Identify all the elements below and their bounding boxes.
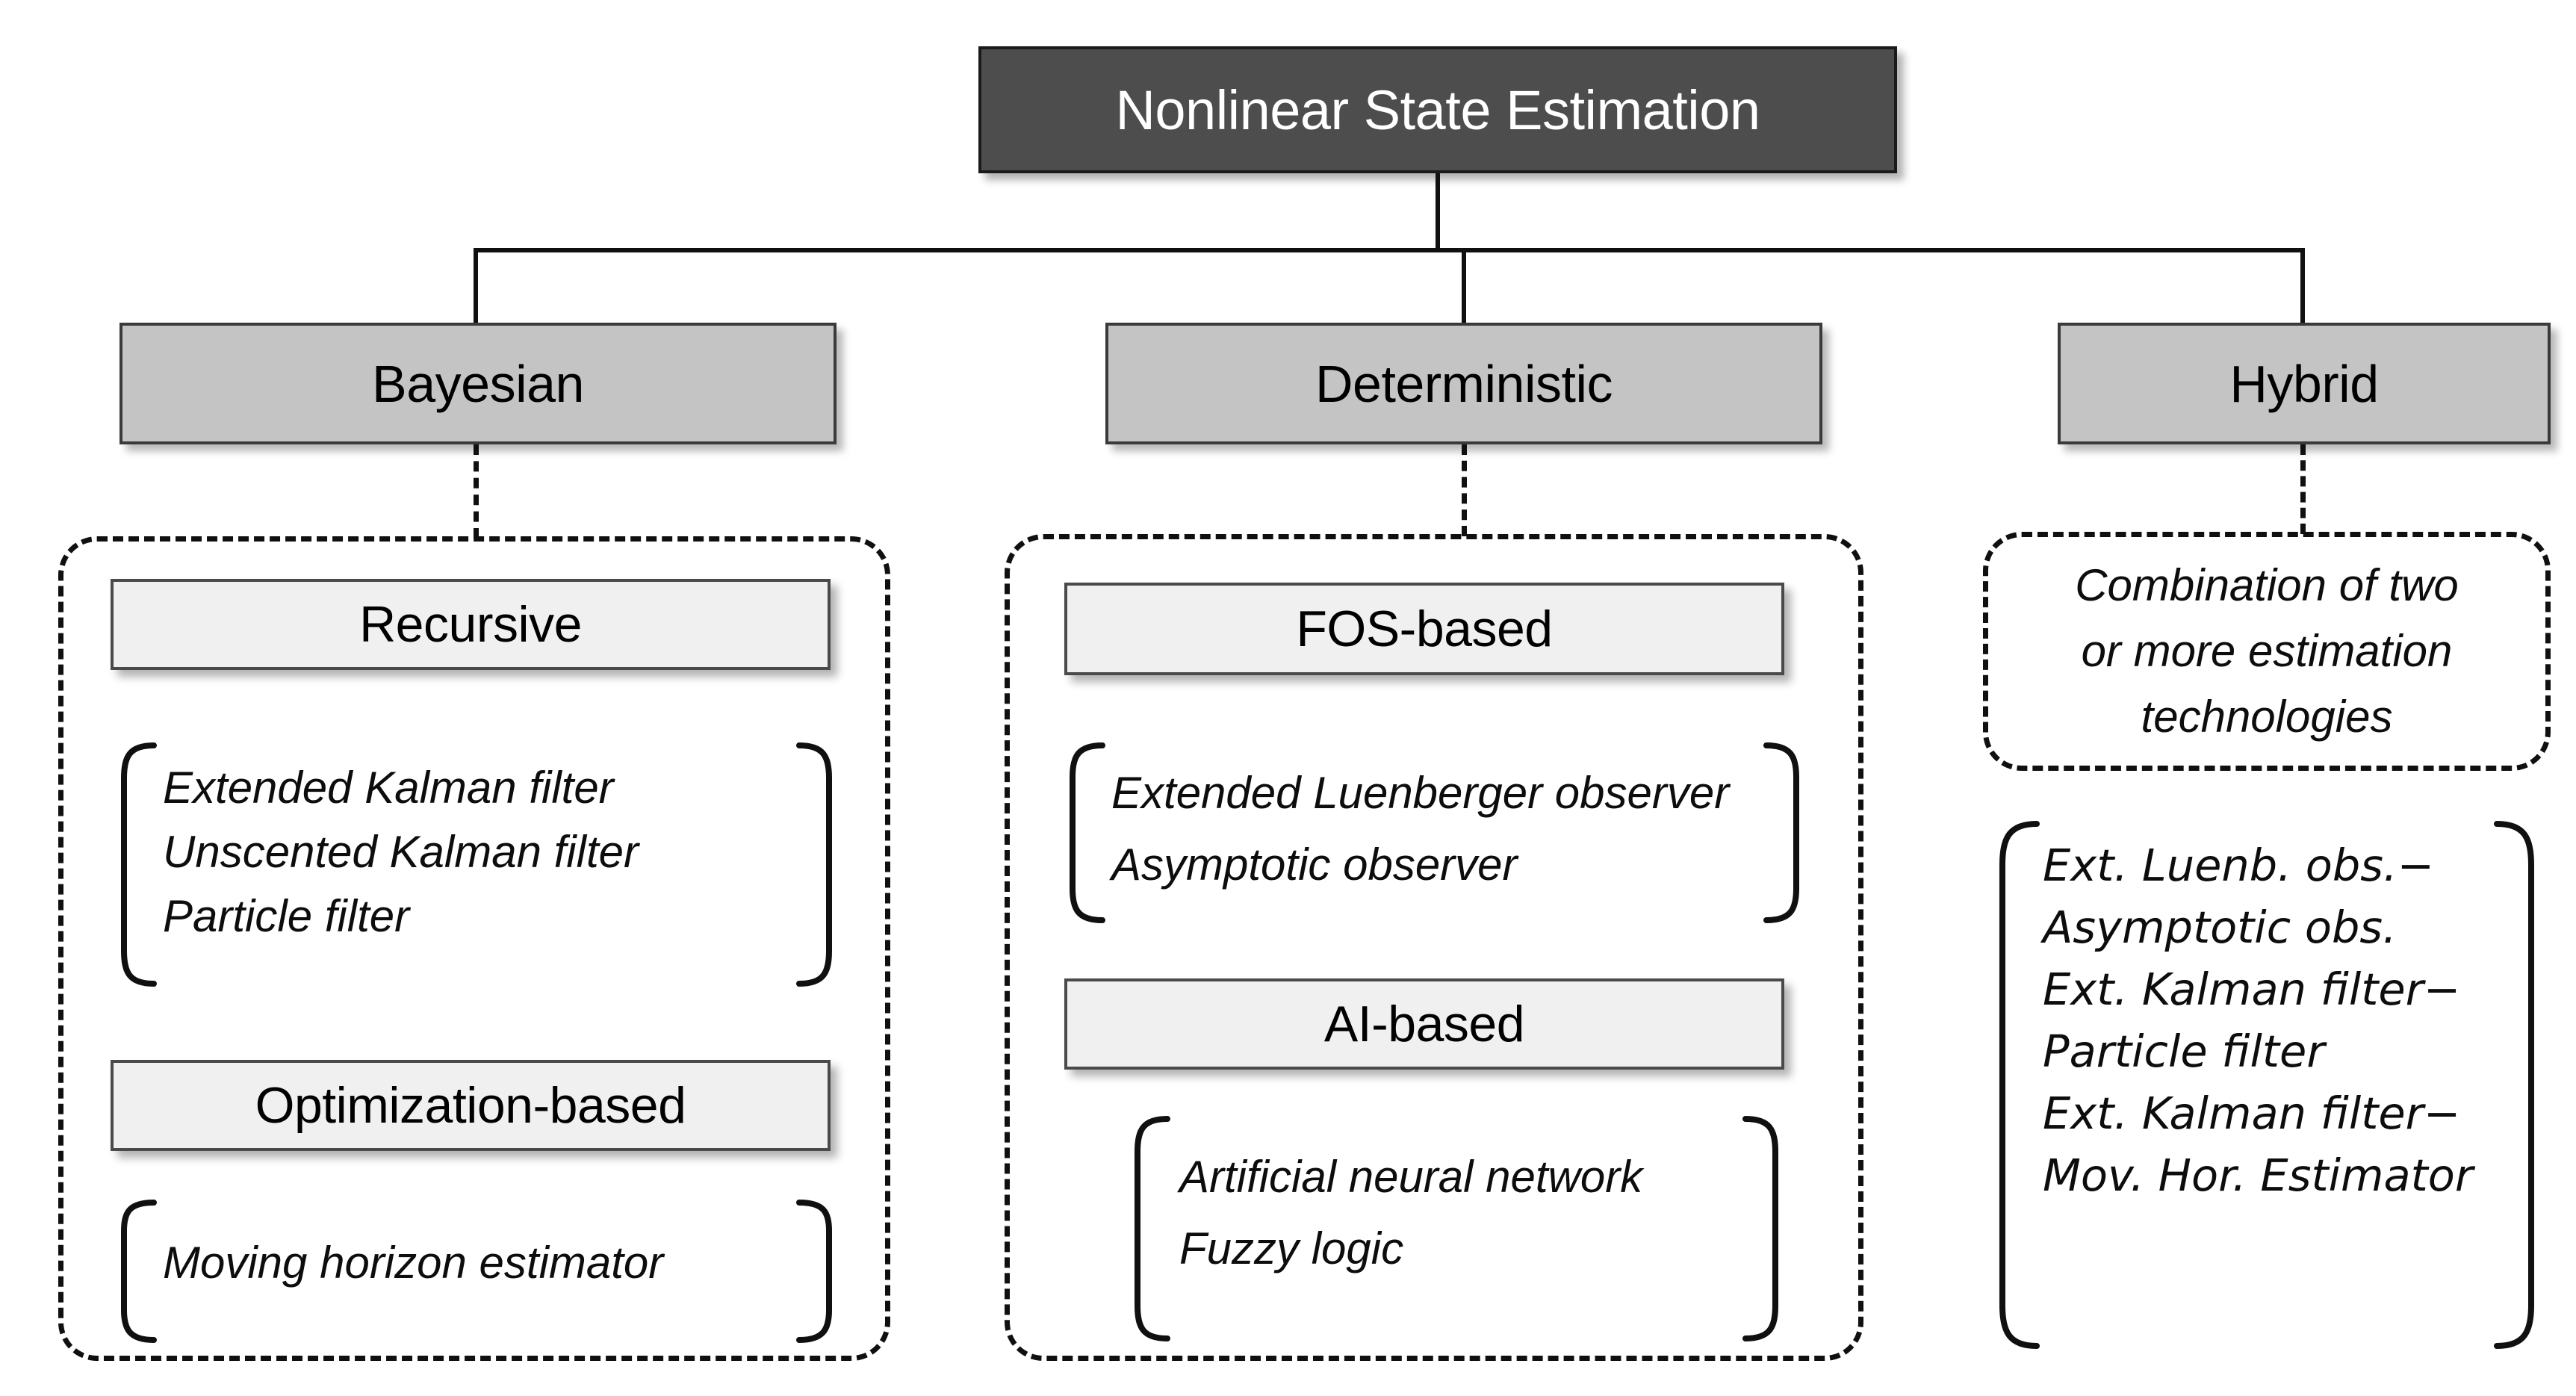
list-item: Extended Luenberger observer	[1111, 768, 1730, 818]
dashed-connector-hybrid	[2300, 444, 2306, 534]
list-item: Asymptotic observer	[1111, 840, 1518, 890]
list-item: Unscented Kalman filter	[163, 827, 639, 877]
subgroup-node-ai-based[interactable]: AI-based	[1064, 978, 1784, 1070]
curly-bracket-icon	[121, 742, 832, 987]
branch-node-deterministic[interactable]: Deterministic	[1105, 323, 1822, 444]
list-item: Moving horizon estimator	[163, 1238, 664, 1288]
bracket-list-ai-based-items: Artificial neural network Fuzzy logic	[1179, 1141, 1642, 1285]
root-node-label: Nonlinear State Estimation	[1115, 78, 1760, 141]
subgroup-node-optimization-based[interactable]: Optimization-based	[111, 1060, 831, 1151]
connector-horizontal-bus	[474, 248, 2305, 252]
bracket-list-fos-based: Extended Luenberger observer Asymptotic …	[1059, 739, 1810, 926]
dashed-connector-deterministic	[1462, 444, 1467, 536]
subgroup-node-fos-based-label: FOS-based	[1296, 601, 1553, 657]
branch-node-hybrid[interactable]: Hybrid	[2058, 323, 2551, 444]
bracket-list-ai-based: Artificial neural network Fuzzy logic	[1124, 1113, 1789, 1344]
curly-bracket-icon	[1999, 821, 2534, 1349]
connector-drop-bayesian	[474, 248, 478, 325]
curly-bracket-icon	[121, 1200, 832, 1343]
subgroup-node-fos-based[interactable]: FOS-based	[1064, 583, 1784, 675]
bracket-list-recursive-items: Extended Kalman filter Unscented Kalman …	[163, 756, 639, 949]
connector-root-vertical	[1436, 173, 1440, 252]
list-item: Particle filter	[163, 891, 410, 941]
branch-container-hybrid: Combination of two or more estimation te…	[1983, 532, 2551, 771]
bracket-list-fos-based-items: Extended Luenberger observer Asymptotic …	[1111, 757, 1729, 901]
subgroup-node-ai-based-label: AI-based	[1323, 996, 1525, 1052]
hybrid-description-text: Combination of two or more estimation te…	[2075, 560, 2459, 742]
connector-drop-hybrid	[2300, 248, 2305, 325]
branch-node-hybrid-label: Hybrid	[2229, 354, 2379, 413]
branch-container-bayesian	[58, 536, 890, 1361]
branch-container-deterministic	[1005, 534, 1863, 1361]
dashed-connector-bayesian	[474, 444, 479, 539]
list-item: Extended Kalman filter	[163, 763, 614, 813]
list-item: Ext. Kalman filter−	[2043, 1088, 2461, 1139]
bracket-list-hybrid-combinations: Ext. Luenb. obs.− Asymptotic obs. Ext. K…	[1990, 818, 2543, 1352]
list-item: Mov. Hor. Estimator	[2043, 1150, 2474, 1201]
list-item: Particle filter	[2043, 1026, 2325, 1077]
subgroup-node-recursive-label: Recursive	[359, 596, 582, 653]
list-item: Fuzzy logic	[1179, 1223, 1404, 1274]
curly-bracket-icon	[1070, 742, 1799, 923]
curly-bracket-icon	[1135, 1116, 1778, 1341]
branch-node-deterministic-label: Deterministic	[1315, 354, 1613, 413]
list-item: Ext. Luenb. obs.−	[2043, 840, 2435, 891]
list-item: Ext. Kalman filter−	[2043, 964, 2461, 1015]
branch-node-bayesian[interactable]: Bayesian	[120, 323, 837, 444]
branch-node-bayesian-label: Bayesian	[372, 354, 584, 413]
connector-drop-deterministic	[1462, 248, 1466, 325]
bracket-list-recursive: Extended Kalman filter Unscented Kalman …	[111, 739, 842, 990]
bracket-list-optimization-based-items: Moving horizon estimator	[163, 1231, 663, 1295]
list-item: Asymptotic obs.	[2043, 902, 2397, 953]
bracket-list-optimization-based: Moving horizon estimator	[111, 1197, 842, 1346]
bracket-list-hybrid-combinations-items: Ext. Luenb. obs.− Asymptotic obs. Ext. K…	[2043, 834, 2473, 1206]
subgroup-node-recursive[interactable]: Recursive	[111, 579, 831, 670]
root-node-nonlinear-state-estimation[interactable]: Nonlinear State Estimation	[978, 46, 1897, 173]
subgroup-node-optimization-based-label: Optimization-based	[255, 1077, 686, 1134]
list-item: Artificial neural network	[1179, 1152, 1643, 1202]
